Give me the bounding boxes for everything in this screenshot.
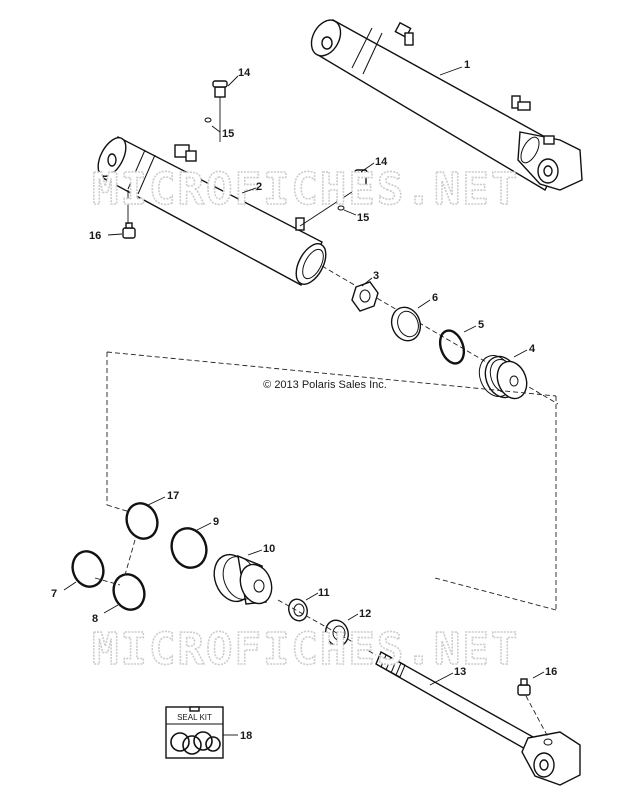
callout-1: 1	[464, 59, 470, 71]
watermark-bottom: MICROFICHES.NET	[92, 624, 519, 675]
callout-15-top: 15	[222, 128, 234, 140]
callout-2: 2	[256, 181, 262, 193]
watermark-top: MICROFICHES.NET	[92, 164, 519, 215]
part-3-hex-nut[interactable]	[351, 281, 379, 312]
callout-13: 13	[454, 666, 466, 678]
part-1-cylinder-assembly[interactable]	[306, 15, 583, 191]
part-18-seal-kit[interactable]: SEAL KIT	[165, 706, 224, 759]
part-10-gland[interactable]	[208, 549, 277, 608]
leader-lines	[63, 66, 545, 736]
callout-9: 9	[213, 516, 219, 528]
callout-8: 8	[92, 613, 98, 625]
callout-15-mid: 15	[357, 212, 369, 224]
callout-6: 6	[432, 292, 438, 304]
callout-16-right: 16	[545, 666, 557, 678]
part-14-grease-fitting-mid[interactable]	[354, 169, 368, 187]
callout-11: 11	[318, 587, 330, 599]
part-16-grease-fitting-left[interactable]	[122, 222, 136, 239]
callout-14-top: 14	[238, 67, 251, 79]
part-15-o-ring-top[interactable]	[204, 117, 212, 123]
callout-4: 4	[529, 343, 536, 355]
callout-10: 10	[263, 543, 275, 555]
callout-17: 17	[167, 490, 179, 502]
callout-16-left: 16	[89, 230, 101, 242]
seal-kit-label: SEAL KIT	[177, 713, 212, 722]
part-13-piston-rod[interactable]	[375, 651, 581, 786]
callout-5: 5	[478, 319, 484, 331]
part-7-o-ring[interactable]	[68, 547, 109, 591]
part-8-o-ring[interactable]	[109, 570, 150, 614]
callout-12: 12	[359, 608, 371, 620]
part-2-cylinder-barrel[interactable]	[92, 133, 331, 289]
part-4-piston[interactable]	[474, 351, 532, 403]
callout-7: 7	[51, 588, 57, 600]
callout-14-mid: 14	[375, 156, 388, 168]
part-17-o-ring[interactable]	[122, 499, 163, 543]
part-5-o-ring[interactable]	[436, 327, 468, 366]
part-9-o-ring[interactable]	[166, 523, 212, 572]
callout-numbers: 1 2 3 4 5 6 7 8 9 10 11 12 13 14 14 15 1…	[51, 59, 557, 742]
part-6-wear-ring[interactable]	[387, 303, 425, 345]
copyright-text: © 2013 Polaris Sales Inc.	[263, 379, 387, 391]
part-16-grease-fitting-right[interactable]	[517, 678, 531, 696]
callout-3: 3	[373, 270, 379, 282]
part-11-seal[interactable]	[286, 597, 310, 624]
callout-18: 18	[240, 730, 252, 742]
part-14-grease-fitting-top[interactable]	[212, 80, 228, 98]
part-15-o-ring-mid[interactable]	[337, 205, 345, 211]
